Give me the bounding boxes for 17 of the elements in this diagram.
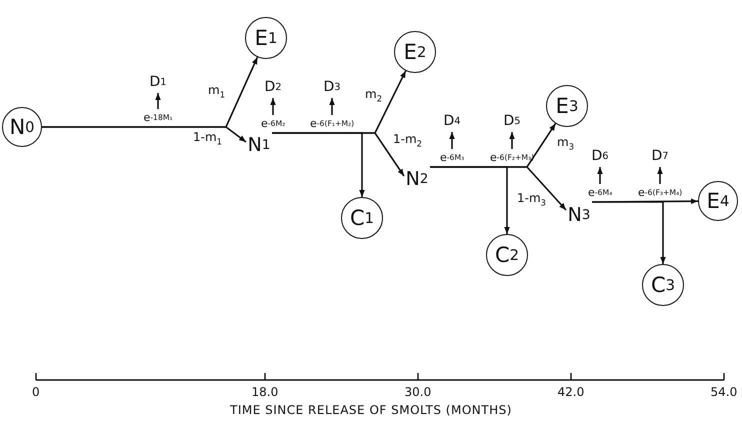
connector-arrow (272, 132, 405, 176)
connector-arrow (329, 98, 335, 115)
tick-label: 18.0 (252, 385, 278, 400)
tick-label: 42.0 (558, 385, 584, 400)
connector-arrow (592, 201, 666, 264)
axis-title: TIME SINCE RELEASE OF SMOLTS (MONTHS) (230, 403, 512, 418)
connector-arrow (42, 126, 246, 143)
tick-label: 0 (32, 385, 40, 400)
connector-arrow (270, 98, 276, 115)
tick-label: 54.0 (710, 385, 738, 400)
connector-arrow (597, 167, 603, 184)
connector-arrow (657, 167, 663, 184)
connector-arrow (430, 166, 567, 211)
connector-arrow (509, 132, 515, 149)
tick-label: 30.0 (404, 385, 432, 400)
connector-arrow (155, 93, 161, 109)
connector-arrow (449, 132, 455, 149)
